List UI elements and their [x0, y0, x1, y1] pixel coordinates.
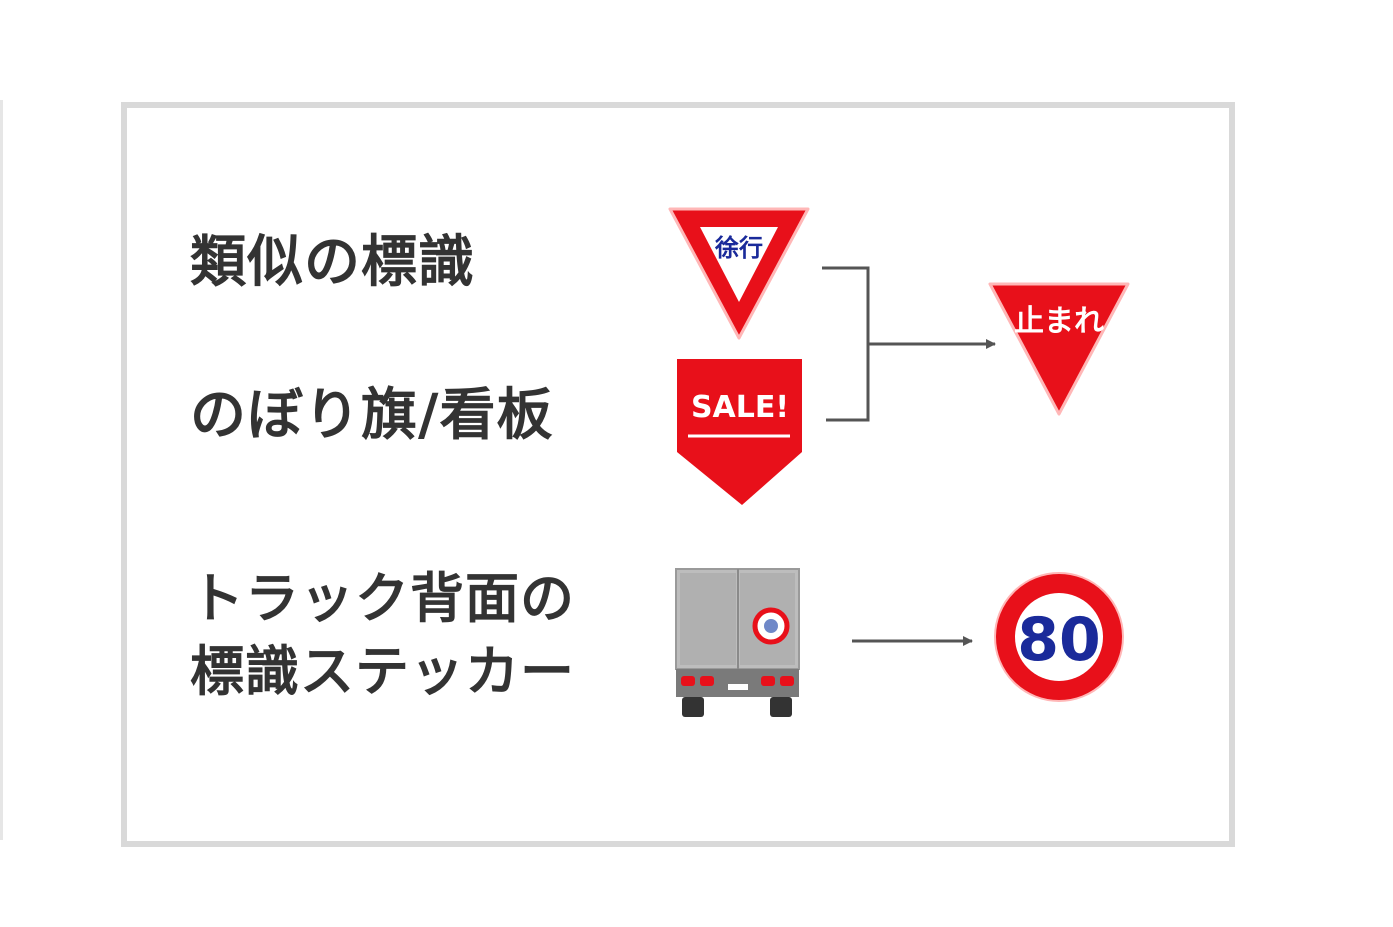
- yield-sign-text: 徐行: [714, 234, 763, 262]
- sale-banner-text: SALE!: [691, 390, 789, 425]
- sale-banner-icon: SALE!: [677, 359, 802, 505]
- label-similar-signs: 類似の標識: [190, 230, 475, 295]
- speed-limit-sign-icon: 80: [994, 572, 1124, 702]
- yield-sign-icon: 徐行: [668, 207, 810, 340]
- label-truck-sticker-line1: トラック背面の: [190, 567, 575, 630]
- label-banner-signboard: のぼり旗/看板: [190, 383, 554, 448]
- stop-sign-text: 止まれ: [1014, 304, 1104, 339]
- speed-limit-text: 80: [1017, 605, 1101, 675]
- truck-rear-icon: [675, 568, 800, 717]
- label-truck-sticker: トラック背面の 標識ステッカー: [190, 563, 575, 709]
- label-truck-sticker-line2: 標識ステッカー: [190, 639, 575, 703]
- bracket-arrow-icon: [822, 266, 996, 422]
- stop-sign-icon: 止まれ: [988, 282, 1130, 416]
- left-divider: [0, 100, 3, 840]
